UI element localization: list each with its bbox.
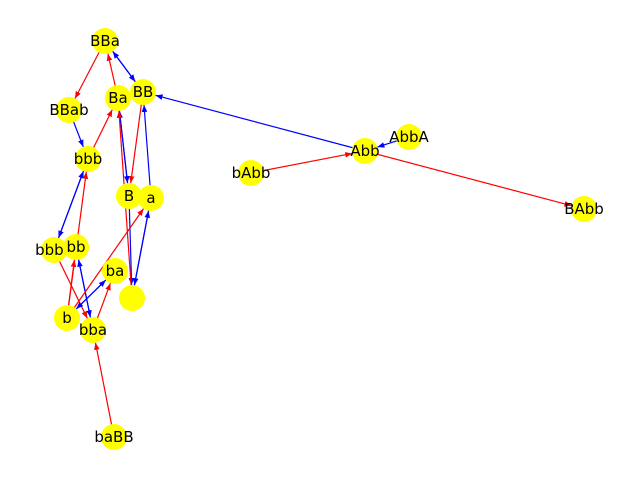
node-ba[interactable]: ba <box>102 258 128 284</box>
node-label: bAbb <box>232 164 271 182</box>
node-circle <box>396 124 422 150</box>
node-circle <box>352 138 378 164</box>
node-b[interactable]: b <box>54 305 80 331</box>
node-label: Ba <box>108 89 127 107</box>
node-circle <box>56 97 82 123</box>
edge-Abb-to-BB <box>155 94 366 152</box>
edge-B-to-Ba <box>117 110 130 197</box>
node-B[interactable]: B <box>116 183 142 209</box>
node-circle <box>138 185 164 211</box>
node-circle <box>80 317 106 343</box>
node-Abb[interactable]: Abb <box>350 138 380 164</box>
node-Ba[interactable]: Ba <box>105 85 131 111</box>
edges-layer <box>53 40 572 438</box>
node-label: ba <box>106 262 125 280</box>
node-label: BAbb <box>564 200 604 218</box>
node-circle <box>119 285 145 311</box>
node-circle <box>105 85 131 111</box>
node-label: Abb <box>350 142 379 160</box>
edge-a-to-BB <box>141 104 152 199</box>
node-circle <box>63 234 89 260</box>
node-BBa[interactable]: BBa <box>90 28 120 54</box>
node-label: bbb <box>74 150 103 168</box>
edge-BB-to-B <box>128 91 144 184</box>
node-circle <box>571 196 597 222</box>
node-bAbb[interactable]: bAbb <box>232 160 271 186</box>
node-circle <box>102 258 128 284</box>
node-label: bb <box>66 238 85 256</box>
node-bbb[interactable]: bbb <box>74 146 103 172</box>
node-label: BBa <box>90 32 120 50</box>
node-BAbb[interactable]: BAbb <box>564 196 604 222</box>
node-circle <box>101 424 127 450</box>
node-label: bba <box>79 321 107 339</box>
node-bb[interactable]: bb <box>63 234 89 260</box>
node-bba[interactable]: bba <box>79 317 107 343</box>
node-empty[interactable] <box>119 285 145 311</box>
node-circle <box>75 146 101 172</box>
node-label: BBab <box>49 101 88 119</box>
edge-a-to-empty <box>132 197 152 286</box>
edge-baBB-to-bba <box>94 342 115 438</box>
node-BB[interactable]: BB <box>130 79 156 105</box>
node-circle <box>116 183 142 209</box>
edge-B-to-empty <box>128 195 135 286</box>
node-a[interactable]: a <box>138 185 164 211</box>
edge-Abb-to-BAbb <box>364 150 572 207</box>
node-label: AbbA <box>389 128 429 146</box>
node-AbbA[interactable]: AbbA <box>389 124 430 150</box>
node-circle <box>92 28 118 54</box>
edge-bAbb-to-Abb <box>250 152 353 174</box>
node-label: b <box>62 309 72 327</box>
node-baBB[interactable]: baBB <box>94 424 134 450</box>
node-circle <box>41 237 67 263</box>
edge-bbba-to-bbb <box>53 170 85 251</box>
node-label: a <box>146 189 155 207</box>
node-label: baBB <box>94 428 133 446</box>
node-circle <box>130 79 156 105</box>
node-label: B <box>124 187 134 205</box>
node-circle <box>54 305 80 331</box>
node-BBab[interactable]: BBab <box>49 97 89 123</box>
node-circle <box>238 160 264 186</box>
node-label: BB <box>133 83 154 101</box>
